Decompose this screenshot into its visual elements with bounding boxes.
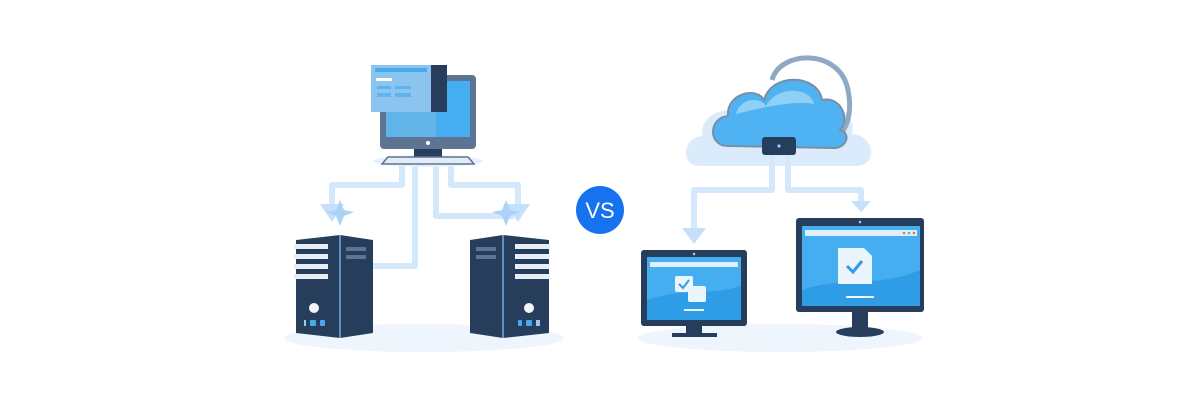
power-button-icon [309, 303, 319, 313]
monitor-neck [414, 149, 442, 157]
monitor-neck [686, 326, 702, 334]
keyboard-base [380, 156, 476, 165]
monitor-icon [796, 218, 924, 337]
cloud-highlight [736, 90, 814, 114]
window-cell [395, 93, 411, 97]
sparkle-icon [492, 200, 520, 226]
server-slot [515, 254, 550, 259]
monitor-camera [858, 220, 862, 224]
server-slot [515, 274, 550, 279]
browser-dot [912, 231, 916, 235]
server-slot [294, 244, 328, 249]
window-cell [395, 86, 411, 89]
server-vent [346, 247, 366, 251]
window-panel-shadow [427, 65, 447, 112]
progress-bar [684, 309, 704, 311]
window-cell [377, 93, 391, 97]
document-icon [838, 248, 872, 284]
server-slot [515, 244, 550, 249]
connector-dot [777, 144, 781, 148]
server-tower-icon [470, 235, 550, 338]
check-icon [678, 279, 690, 290]
connector-line [373, 165, 418, 269]
check-icon [845, 260, 864, 275]
status-light [536, 320, 540, 326]
server-vent [476, 255, 496, 259]
monitor-neck [852, 312, 868, 330]
monitor-camera [692, 252, 696, 256]
server-edge [502, 235, 504, 338]
status-light [526, 320, 532, 326]
sync-ring [769, 55, 853, 134]
browser-bar [650, 262, 738, 267]
arrow-down-icon [506, 204, 530, 222]
vs-badge-circle [576, 186, 624, 234]
monitor-base [672, 333, 717, 337]
status-light [304, 320, 306, 326]
server-slot [294, 264, 328, 269]
connector-lines-right [691, 155, 864, 228]
progress-bar [846, 296, 874, 298]
status-light [518, 320, 522, 326]
window-cell [377, 86, 391, 89]
connector-line [785, 155, 864, 202]
on-premise-section [284, 65, 564, 352]
arrow-down-icon [682, 228, 706, 244]
server-slot [294, 274, 328, 279]
browser-dot [907, 231, 911, 235]
desktop-computer-icon [371, 65, 483, 167]
status-light [320, 320, 325, 326]
server-vent [346, 255, 366, 259]
monitor-camera [426, 141, 430, 145]
server-tower-icon [294, 235, 373, 338]
connector-line [691, 155, 775, 228]
monitor-screen-shade [386, 112, 436, 137]
cloud-icon [685, 55, 872, 166]
screen-wave [802, 270, 920, 306]
chat-bubble-icon [688, 286, 706, 302]
server-vent [476, 247, 496, 251]
vs-badge: VS [576, 186, 624, 234]
monitor-base [836, 327, 884, 337]
vs-label: VS [585, 198, 614, 223]
sparkle-icon [326, 200, 354, 226]
arrow-down-icon [851, 201, 871, 212]
connector-line [329, 165, 405, 205]
connector-line [433, 165, 514, 219]
cloud-inner [712, 78, 848, 150]
window-line [376, 78, 392, 81]
connector-lines-left [329, 165, 521, 269]
server-slot [294, 254, 328, 259]
status-light [310, 320, 316, 326]
power-button-icon [524, 303, 534, 313]
browser-bar [805, 230, 917, 236]
cloud-section [638, 55, 924, 352]
server-slot [515, 264, 550, 269]
screen-wave [647, 286, 741, 320]
browser-dot [902, 231, 906, 235]
ground-shadow-right [638, 324, 922, 352]
server-edge [339, 235, 341, 338]
connector-line [448, 165, 521, 205]
window-titlebar [375, 68, 427, 72]
monitor-icon [641, 250, 747, 337]
